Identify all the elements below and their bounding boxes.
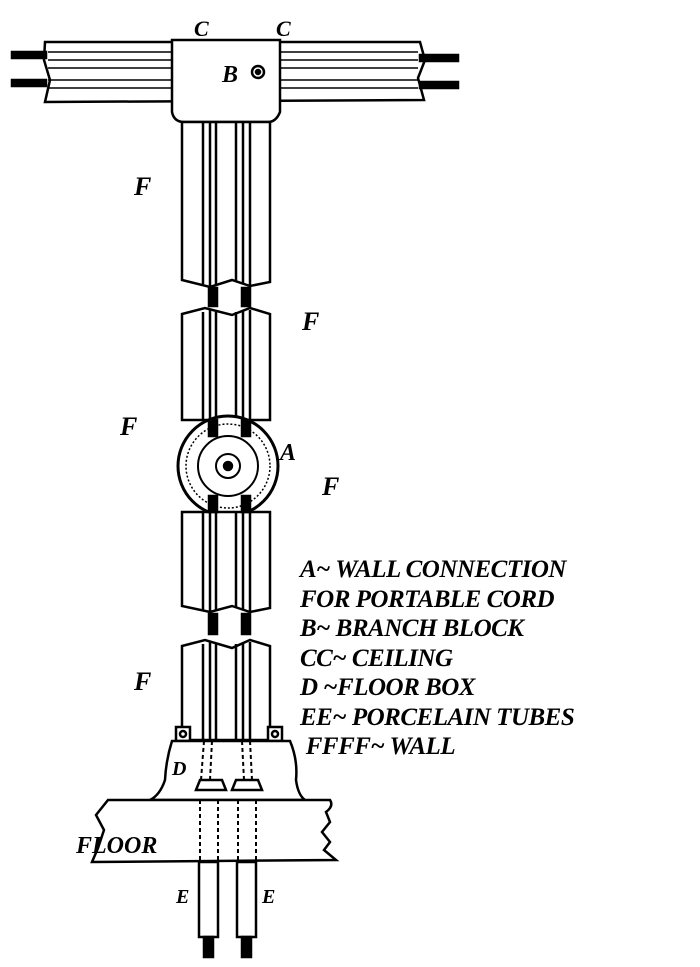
legend-item: A~ WALL CONNECTION <box>300 556 566 583</box>
label-f-5: F <box>133 667 151 696</box>
wall-conduit-middle <box>180 306 272 422</box>
wall-conduit-lower <box>180 494 272 614</box>
label-e-left: E <box>175 886 189 908</box>
label-f-3: F <box>119 412 137 441</box>
wire-ends-lower <box>207 612 252 636</box>
legend-item: FOR PORTABLE CORD <box>300 585 555 613</box>
label-e-right: E <box>261 886 275 908</box>
floor-slab <box>90 798 340 864</box>
legend-item: FFFF~ WALL <box>300 733 456 760</box>
legend: A~ WALL CONNECTION FOR PORTABLE CORD B~ … <box>300 555 575 762</box>
label-f-4: F <box>321 472 339 501</box>
branch-block-screw-icon <box>250 64 266 80</box>
wall-connection <box>176 414 280 518</box>
label-f-1: F <box>133 172 151 201</box>
label-c-right: C <box>276 16 291 41</box>
label-f-2: F <box>301 307 319 336</box>
legend-item: EE~ PORCELAIN TUBES <box>300 703 575 731</box>
label-d: D <box>171 758 186 780</box>
legend-item: B~ BRANCH BLOCK <box>300 615 524 642</box>
label-floor: FLOOR <box>75 833 157 859</box>
porcelain-tubes <box>197 860 258 959</box>
wall-conduit-bottom <box>180 638 272 742</box>
label-c-left: C <box>194 16 209 41</box>
label-a: A <box>278 440 296 466</box>
wire-ends-upper <box>207 286 252 308</box>
legend-item: D ~FLOOR BOX <box>300 674 475 701</box>
label-b: B <box>221 62 238 88</box>
legend-item: CC~ CEILING <box>300 644 453 672</box>
wall-conduit-upper <box>180 120 272 289</box>
